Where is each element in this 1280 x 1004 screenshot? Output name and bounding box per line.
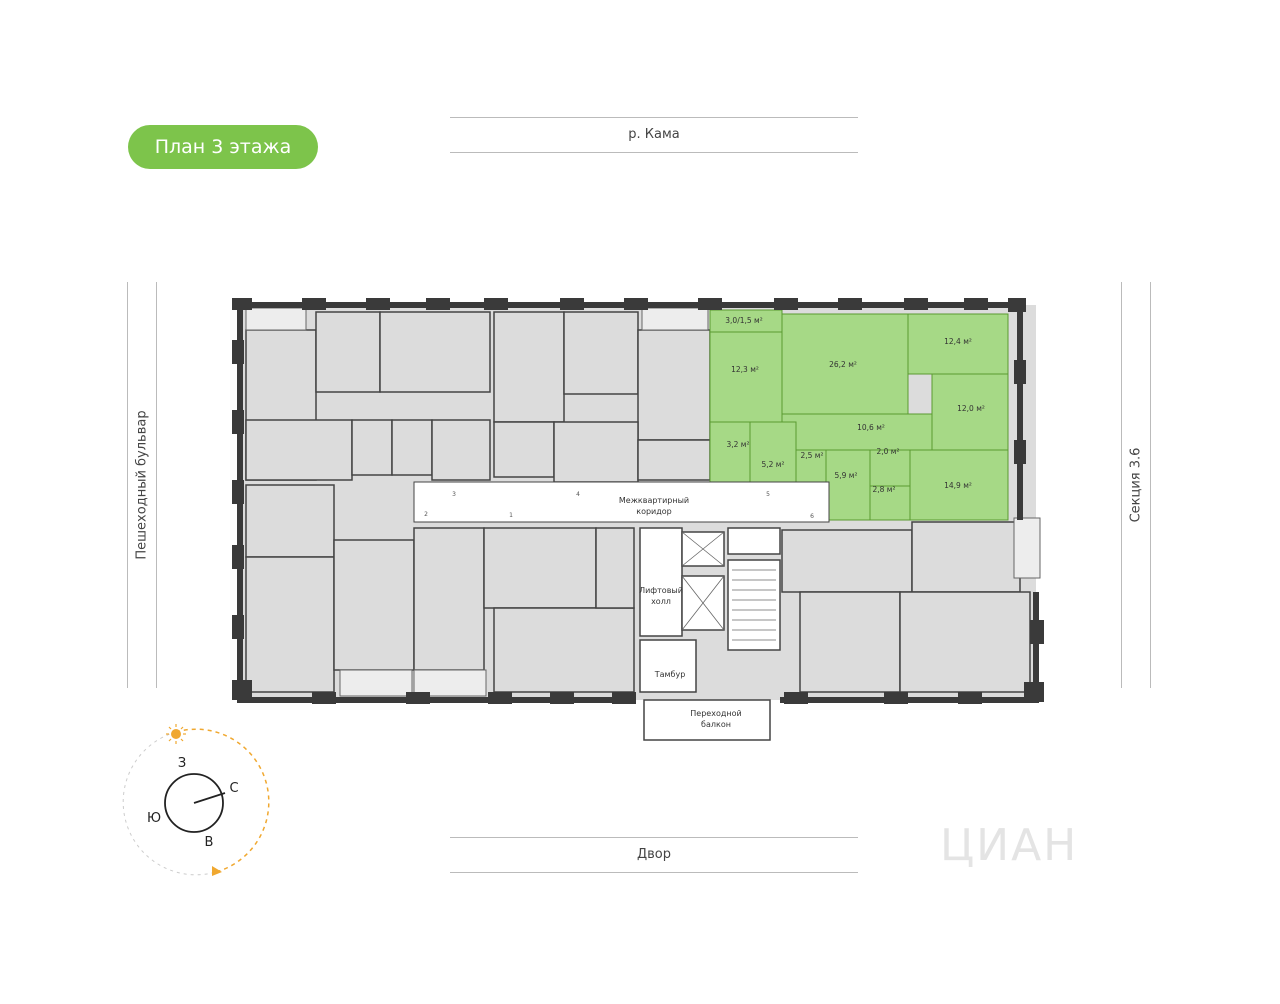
apt-highlight-room (909, 449, 1009, 521)
balcony (1013, 517, 1041, 579)
floor-title-badge: План 3 этажа (128, 125, 318, 169)
sun-path-night (122, 731, 217, 876)
street-left: Пешеходный бульвар (127, 282, 157, 688)
balcony-label-1: Переходной (690, 709, 741, 718)
common-labels: Межквартирный коридор Лифтовый холл Тамб… (619, 496, 742, 729)
watermark: ЦИАН (940, 820, 1079, 871)
building (232, 298, 1044, 741)
apt-room (315, 311, 381, 393)
apt-bath (391, 419, 433, 476)
room-label: 3,2 м² (727, 440, 750, 449)
room-label: 2,5 м² (801, 451, 824, 460)
door-numbers: 1 2 3 4 5 6 (424, 491, 814, 520)
compass-north: С (229, 781, 238, 796)
compass-west: З (178, 756, 186, 771)
apt-room (493, 607, 635, 693)
apt-room (245, 484, 335, 558)
street-top: р. Кама (450, 117, 858, 153)
street-bottom: Двор (450, 837, 858, 873)
apt-room (379, 311, 491, 393)
apt-room (799, 591, 901, 693)
vestibule-room (639, 639, 697, 693)
apt-bath (553, 421, 639, 483)
apt-room (413, 527, 485, 671)
balcony (641, 307, 709, 331)
compass-icon: З С Ю В (122, 724, 270, 876)
apt-highlight-room (749, 421, 797, 483)
door-number: 6 (810, 513, 814, 520)
apt-bath (781, 529, 913, 593)
transition-balcony (643, 699, 771, 741)
apt-room (245, 419, 353, 481)
apt-room (431, 419, 491, 481)
room-label: 14,9 м² (944, 481, 972, 490)
apt-highlight-room (931, 373, 1009, 451)
apt-room (493, 421, 555, 478)
street-right: Секция 3.6 (1121, 282, 1151, 688)
apt-room (899, 591, 1031, 693)
corridor-label-1: Межквартирный (619, 496, 689, 505)
apt-room (595, 527, 635, 609)
room-label: 2,0 м² (877, 447, 900, 456)
apt-highlight-room (709, 331, 783, 423)
corridor-label-2: коридор (636, 507, 672, 516)
room-label: 10,6 м² (857, 423, 885, 432)
room-label: 12,0 м² (957, 404, 985, 413)
apt-highlight-bath (709, 421, 751, 483)
apt-highlight-room (781, 413, 933, 451)
room-label: 3,0/1,5 м² (725, 316, 762, 325)
sun-path (175, 728, 270, 873)
door-number: 2 (424, 511, 428, 518)
door-number: 5 (766, 491, 770, 498)
room-label: 26,2 м² (829, 360, 857, 369)
door-number: 3 (452, 491, 456, 498)
balcony-label-2: балкон (701, 720, 731, 729)
apt-room (333, 539, 415, 671)
balcony (339, 669, 413, 697)
vestibule-label: Тамбур (654, 670, 686, 679)
room-label: 5,9 м² (835, 471, 858, 480)
room-labels: 3,0/1,5 м² 12,3 м² 26,2 м² 12,4 м² 12,0 … (725, 316, 985, 494)
apt-room (637, 329, 711, 441)
lift-label-1: Лифтовый (639, 586, 683, 595)
apt-bath (637, 439, 711, 481)
room-label: 2,8 м² (873, 485, 896, 494)
arrow-icon (212, 866, 222, 876)
door-number: 1 (509, 512, 513, 519)
apt-highlight-room (907, 313, 1009, 375)
apt-highlight-bath (825, 449, 871, 521)
room-label: 5,2 м² (762, 460, 785, 469)
apt-room (563, 311, 639, 395)
balcony (245, 307, 307, 331)
compass-dial (164, 773, 224, 833)
apt-bath (351, 419, 393, 476)
compass-south: Ю (147, 811, 161, 826)
apt-room (911, 521, 1021, 593)
door-number: 4 (576, 491, 580, 498)
apt-room (245, 556, 335, 693)
compass-needle (193, 792, 226, 804)
stairs (727, 559, 781, 651)
lift-label-2: холл (651, 597, 671, 606)
lift-hall (639, 527, 683, 637)
compass-east: В (205, 835, 214, 850)
apt-room (493, 311, 565, 423)
corridor (413, 481, 830, 523)
balcony (413, 669, 487, 697)
apt-bath (483, 527, 597, 609)
sun-icon (166, 724, 186, 744)
room-label: 12,4 м² (944, 337, 972, 346)
room-label: 12,3 м² (731, 365, 759, 374)
service-room (727, 527, 781, 555)
